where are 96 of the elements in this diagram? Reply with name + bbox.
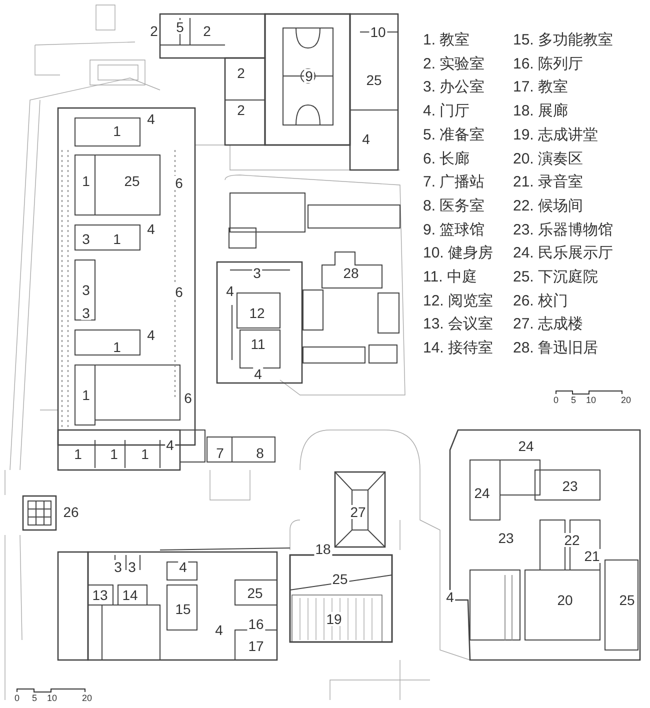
legend-item: 27. 志成楼 xyxy=(513,316,584,332)
room-number: 15 xyxy=(174,602,192,616)
room-number: 4 xyxy=(146,328,156,342)
scale-label: 10 xyxy=(586,396,596,405)
room-number: 22 xyxy=(563,533,581,547)
scale-label: 20 xyxy=(82,694,92,703)
room-number: 3 xyxy=(81,232,91,246)
legend-item: 1. 教室 xyxy=(423,32,470,48)
room-number: 8 xyxy=(255,446,265,460)
legend-item: 26. 校门 xyxy=(513,293,568,308)
legend-item: 8. 医务室 xyxy=(423,198,485,214)
room-number: 24 xyxy=(517,439,535,453)
room-number: 19 xyxy=(325,612,343,626)
room-number: 1 xyxy=(73,447,83,461)
legend-item: 11. 中庭 xyxy=(423,270,477,284)
room-number: 27 xyxy=(349,505,367,519)
room-number: 4 xyxy=(214,623,224,637)
legend-item: 19. 志成讲堂 xyxy=(513,127,598,142)
room-number: 2 xyxy=(149,24,159,38)
room-number: 25 xyxy=(123,174,141,188)
room-number: 13 xyxy=(91,588,109,602)
legend-item: 14. 接待室 xyxy=(423,340,494,356)
room-number: 1 xyxy=(140,447,150,461)
room-number: 7 xyxy=(215,446,225,460)
room-number: 25 xyxy=(331,572,349,586)
room-number: 5 xyxy=(175,20,185,34)
legend-item: 24. 民乐展示厅 xyxy=(513,246,614,261)
room-number: 6 xyxy=(174,285,184,299)
room-number: 1 xyxy=(112,340,122,354)
room-number: 25 xyxy=(365,73,383,87)
room-number: 2 xyxy=(236,66,246,80)
room-number: 1 xyxy=(81,174,91,188)
room-number: 12 xyxy=(248,306,266,320)
legend-item: 6. 长廊 xyxy=(423,151,470,166)
scale-label: 5 xyxy=(571,396,576,405)
legend-item: 20. 演奏区 xyxy=(513,151,584,166)
legend-item: 22. 候场间 xyxy=(513,198,584,214)
room-number: 3 xyxy=(81,283,91,297)
room-number: 4 xyxy=(361,132,371,146)
legend-item: 16. 陈列厅 xyxy=(513,56,584,72)
legend-item: 18. 展廊 xyxy=(513,104,568,119)
room-number: 21 xyxy=(583,549,601,563)
scale-label: 0 xyxy=(14,694,20,703)
legend-item: 17. 教室 xyxy=(513,80,568,95)
legend-item: 2. 实验室 xyxy=(423,56,485,72)
room-number: 2 xyxy=(236,103,246,117)
scale-label: 10 xyxy=(47,694,57,703)
room-number: 9 xyxy=(304,69,314,83)
room-number: 16 xyxy=(247,617,265,631)
room-number: 11 xyxy=(250,337,266,351)
legend-item: 25. 下沉庭院 xyxy=(513,270,598,284)
room-number: 24 xyxy=(473,486,491,500)
room-number: 17 xyxy=(247,639,265,653)
room-number: 20 xyxy=(556,593,574,607)
scale-label: 20 xyxy=(621,396,631,405)
room-number: 1 xyxy=(109,447,119,461)
room-number: 4 xyxy=(146,222,156,236)
legend-item: 10. 健身房 xyxy=(423,246,494,261)
legend-item: 3. 办公室 xyxy=(423,80,485,95)
room-number: 6 xyxy=(183,391,193,405)
room-number: 1 xyxy=(81,388,91,402)
room-number: 1 xyxy=(112,124,122,138)
room-number: 4 xyxy=(225,284,235,298)
room-number: 1 xyxy=(112,232,122,246)
legend-item: 28. 鲁迅旧居 xyxy=(513,340,598,356)
room-number: 25 xyxy=(618,593,636,607)
legend-item: 7. 广播站 xyxy=(423,174,485,190)
legend-item: 23. 乐器博物馆 xyxy=(513,222,614,238)
room-number: 4 xyxy=(146,112,156,126)
room-number: 4 xyxy=(178,560,188,574)
legend-item: 9. 篮球馆 xyxy=(423,222,485,238)
room-number: 3 xyxy=(127,560,137,574)
room-number: 28 xyxy=(342,266,360,280)
legend-item: 12. 阅览室 xyxy=(423,293,494,308)
room-number: 4 xyxy=(445,590,455,604)
legend-item: 15. 多功能教室 xyxy=(513,32,614,48)
room-number: 3 xyxy=(252,266,262,280)
room-number: 4 xyxy=(165,438,175,452)
room-number: 23 xyxy=(561,479,579,493)
legend-item: 13. 会议室 xyxy=(423,316,494,332)
room-number: 3 xyxy=(113,560,123,574)
room-number: 6 xyxy=(174,176,184,190)
room-number: 2 xyxy=(202,24,212,38)
legend-item: 4. 门厅 xyxy=(423,104,470,119)
room-number: 25 xyxy=(246,586,264,600)
room-number: 26 xyxy=(62,505,80,519)
room-number: 3 xyxy=(81,306,91,320)
room-number: 14 xyxy=(121,588,139,602)
room-number: 4 xyxy=(253,367,263,381)
room-number: 23 xyxy=(497,531,515,545)
room-number: 18 xyxy=(314,542,332,556)
scale-label: 0 xyxy=(554,396,558,405)
room-number: 10 xyxy=(369,25,387,39)
legend-item: 21. 录音室 xyxy=(513,174,584,190)
legend-item: 5. 准备室 xyxy=(423,127,485,142)
scale-label: 5 xyxy=(32,694,37,703)
